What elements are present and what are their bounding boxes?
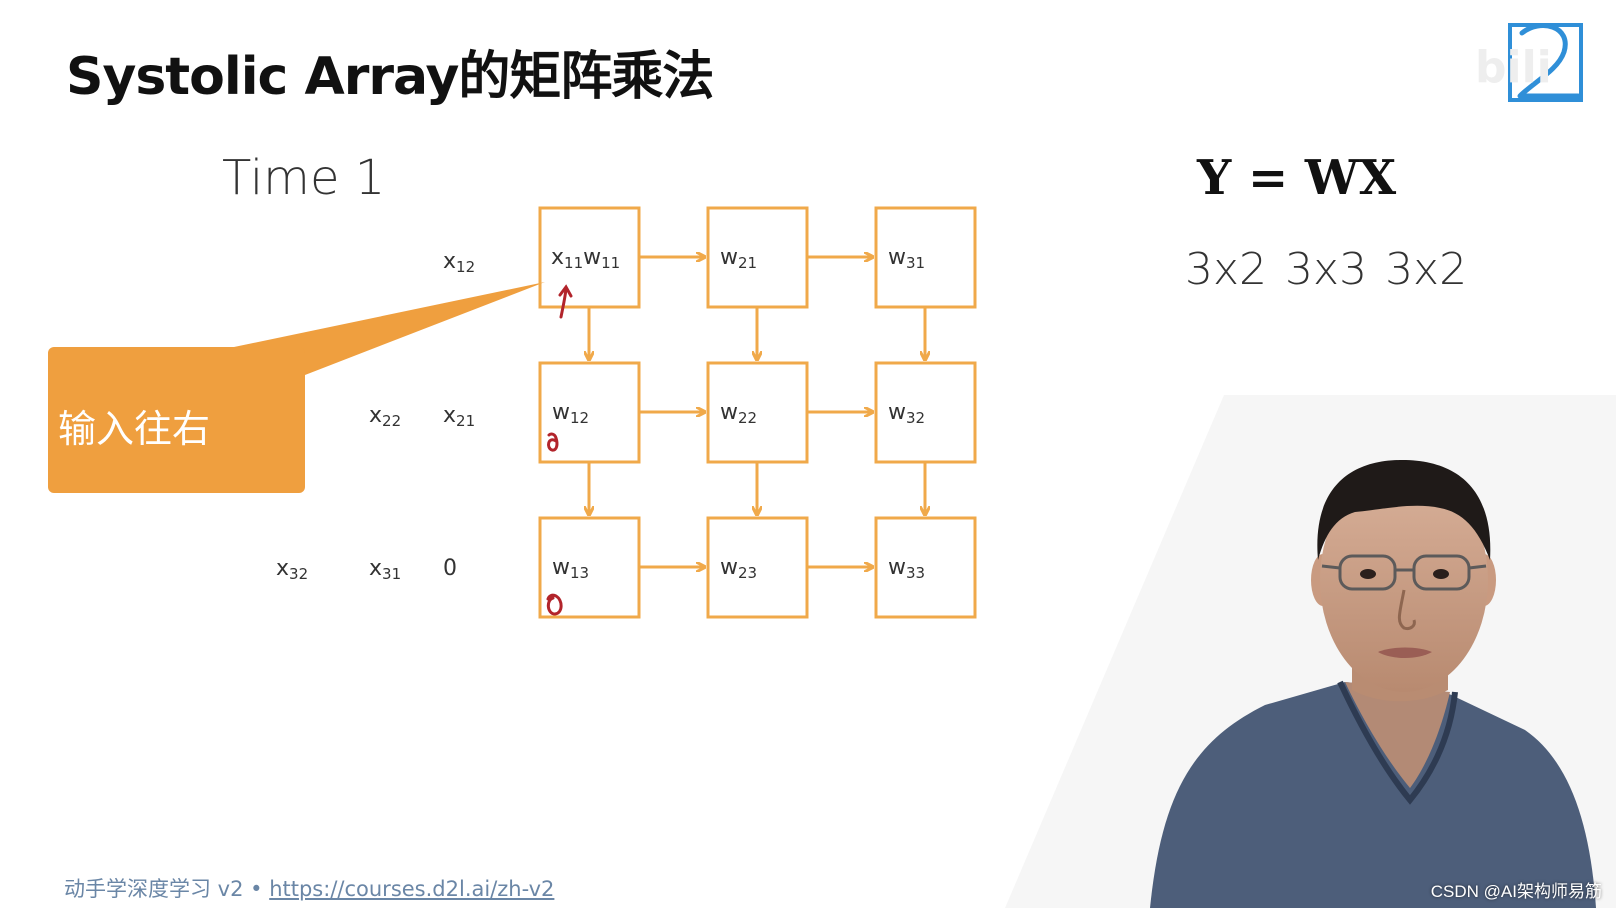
- input-x21: x21: [443, 403, 475, 430]
- input-base: 0: [443, 556, 457, 581]
- cell-sub: 21: [738, 254, 758, 272]
- cell-label-1-3: w31: [888, 245, 925, 272]
- cell-sub: 12: [570, 409, 590, 427]
- matrix-dimensions: 3x2 3x3 3x2: [1185, 244, 1485, 295]
- right-arrows: [639, 257, 872, 567]
- input-base: x: [443, 403, 457, 428]
- dim-x: 3x2: [1385, 244, 1468, 295]
- cell-sub: 33: [906, 564, 926, 582]
- input-sub: 12: [456, 258, 476, 276]
- cell-sub: 32: [906, 409, 926, 427]
- input-sub: 22: [382, 412, 402, 430]
- input-base: x: [276, 556, 290, 581]
- cell-label-3-2: w23: [720, 555, 757, 582]
- slide-title: Systolic Array的矩阵乘法: [66, 47, 714, 107]
- cell-base: w: [720, 555, 738, 580]
- annotation-zero-mark-icon: [546, 593, 563, 616]
- input-x32: x32: [276, 556, 308, 583]
- cell-base: w: [552, 400, 570, 425]
- d2l-logo: bili: [1475, 23, 1583, 102]
- input-x12: x12: [443, 249, 475, 276]
- cell-base: w: [720, 400, 738, 425]
- bilibili-logo-icon: bili: [1475, 42, 1552, 93]
- annotation-zero-mark-icon: [547, 432, 559, 452]
- input-x31: x31: [369, 556, 401, 583]
- cell-label-1-2: w21: [720, 245, 757, 272]
- cell-base: w: [583, 245, 602, 270]
- cell-label-1-1: x11w11: [551, 245, 620, 272]
- presenter-video: [1150, 460, 1596, 908]
- pe-cell-3-3: [874, 516, 977, 619]
- cell-base: w: [888, 245, 906, 270]
- watermark: CSDN @AI架构师易筋: [1430, 882, 1602, 901]
- cell-prefix: x: [551, 245, 565, 270]
- callout-text: 输入往右: [58, 407, 211, 451]
- cell-label-2-2: w22: [720, 400, 757, 427]
- annotation-arrowhead-icon: [558, 284, 573, 298]
- cell-label-2-1: w12: [552, 400, 589, 427]
- input-sub: 31: [382, 565, 402, 583]
- equation: Y = WX: [1197, 150, 1397, 206]
- cell-label-2-3: w32: [888, 400, 925, 427]
- annotation-up-arrow-icon: [559, 287, 568, 319]
- cell-prefix-sub: 11: [564, 254, 584, 272]
- cell-sub: 31: [906, 254, 926, 272]
- cell-sub: 22: [738, 409, 758, 427]
- input-x22: x22: [369, 403, 401, 430]
- dim-y: 3x2: [1185, 244, 1268, 295]
- cell-base: w: [552, 555, 570, 580]
- input-sub: 21: [456, 412, 476, 430]
- handwritten-annotations: [546, 284, 573, 616]
- callout-bubble: [48, 282, 545, 493]
- footer-link[interactable]: https://courses.d2l.ai/zh-v2: [269, 877, 555, 901]
- input-base: x: [443, 249, 457, 274]
- cell-base: w: [888, 400, 906, 425]
- dim-w: 3x3: [1285, 244, 1368, 295]
- input-sub: 32: [289, 565, 309, 583]
- down-arrows: [589, 307, 925, 514]
- footer: 动手学深度学习 v2 • https://courses.d2l.ai/zh-v…: [64, 873, 554, 903]
- cell-sub: 13: [570, 564, 590, 582]
- cell-base: w: [888, 555, 906, 580]
- cell-sub: 11: [601, 254, 621, 272]
- time-step-label: Time 1: [222, 150, 386, 206]
- input-zero: 0: [443, 556, 457, 583]
- cell-base: w: [720, 245, 738, 270]
- cell-sub: 23: [738, 564, 758, 582]
- cell-label-3-3: w33: [888, 555, 925, 582]
- input-base: x: [369, 403, 383, 428]
- input-base: x: [369, 556, 383, 581]
- cell-label-3-1: w13: [552, 555, 589, 582]
- footer-course: 动手学深度学习 v2 •: [64, 877, 270, 901]
